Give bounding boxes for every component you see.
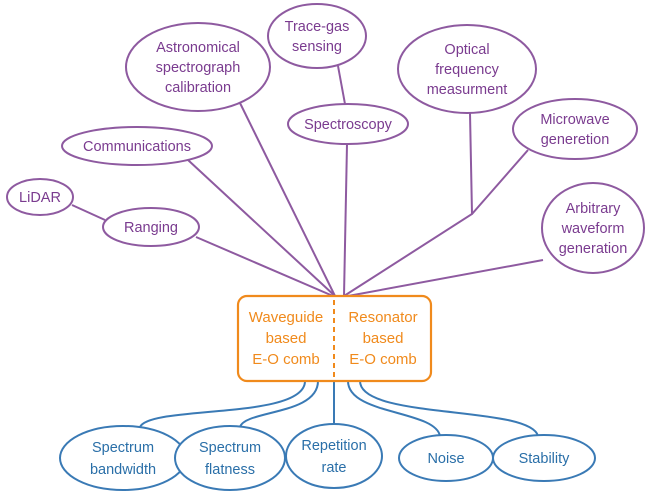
arbitrary-waveform-label-line: generation	[559, 241, 628, 257]
ranging-bubble	[102, 207, 200, 247]
optical-frequency-label-line: Optical	[444, 42, 489, 58]
repetition-rate-label-line: Repetition	[301, 438, 366, 454]
optical-frequency-label-line: frequency	[435, 62, 499, 78]
arbitrary-waveform-label-line: Arbitrary	[566, 201, 622, 217]
link-spectroscopy-comb	[343, 143, 348, 297]
arbitrary-waveform-label-line: waveform	[561, 221, 625, 237]
link-astronomical-comb	[239, 102, 336, 297]
astronomical-label-line: spectrograph	[156, 60, 241, 76]
repetition-rate-label-line: rate	[322, 460, 347, 476]
spectroscopy-label-line: Spectroscopy	[304, 117, 393, 133]
node-microwave: Microwave generetion	[512, 98, 638, 160]
microwave-label-line: Microwave	[540, 112, 609, 128]
waveguide-comb-label-line: based	[266, 330, 307, 347]
spectrum-bandwidth-label-line: bandwidth	[90, 462, 156, 478]
stability-bubble	[492, 434, 596, 482]
spectrum-flatness-label-line: flatness	[205, 462, 255, 478]
node-lidar: LiDAR	[6, 178, 74, 216]
spectrum-flatness-bubble	[174, 425, 286, 491]
trace-gas-bubble	[267, 3, 367, 69]
link-arbitrary-waveform-comb	[347, 259, 544, 297]
node-trace-gas: Trace-gas sensing	[267, 3, 367, 69]
node-ranging: Ranging	[102, 207, 200, 247]
lidar-bubble	[6, 178, 74, 216]
link-comb-stability	[359, 380, 539, 437]
astronomical-label-line: Astronomical	[156, 40, 240, 56]
resonator-comb-label-line: E-O comb	[349, 351, 417, 368]
optical-frequency-bubble	[397, 24, 537, 114]
node-communications: Communications	[61, 126, 213, 166]
link-comb-noise	[347, 380, 441, 437]
waveguide-comb-label-line: Waveguide	[249, 309, 324, 326]
link-ranging-comb	[195, 236, 334, 297]
node-stability: Stability	[492, 434, 596, 482]
ranging-label-line: Ranging	[124, 220, 178, 236]
resonator-comb-label-line: based	[363, 330, 404, 347]
trace-gas-label-line: Trace-gas	[285, 19, 350, 35]
arbitrary-waveform-bubble	[541, 182, 645, 274]
node-optical-frequency: Optical frequency measurment	[397, 24, 537, 114]
microwave-bubble	[512, 98, 638, 160]
spectrum-flatness-label-line: Spectrum	[199, 440, 261, 456]
noise-label-line: Noise	[427, 451, 464, 467]
node-spectroscopy: Spectroscopy	[287, 103, 409, 145]
communications-bubble	[61, 126, 213, 166]
link-comb-spectrum-bandwidth	[139, 380, 306, 428]
link-comb-spectrum-flatness	[239, 380, 319, 428]
node-repetition-rate: Repetition rate	[285, 423, 383, 489]
trace-gas-label-line: sensing	[292, 39, 342, 55]
lidar-label-line: LiDAR	[19, 190, 61, 206]
optical-frequency-label-line: measurment	[427, 82, 508, 98]
link-lidar-ranging	[71, 204, 106, 221]
astronomical-label-line: calibration	[165, 80, 231, 96]
resonator-comb-label-line: Resonator	[348, 309, 417, 326]
link-microwave-branch	[471, 149, 529, 215]
link-communications-comb	[187, 159, 336, 297]
spectrum-bandwidth-bubble	[59, 425, 187, 491]
node-spectrum-bandwidth: Spectrum bandwidth	[59, 425, 187, 491]
spectroscopy-bubble	[287, 103, 409, 145]
node-noise: Noise	[398, 434, 494, 482]
stability-label-line: Stability	[519, 451, 571, 467]
spectrum-bandwidth-label-line: Spectrum	[92, 440, 154, 456]
waveguide-comb-label-line: E-O comb	[252, 351, 320, 368]
node-spectrum-flatness: Spectrum flatness	[174, 425, 286, 491]
node-arbitrary-waveform: Arbitrary waveform generation	[541, 182, 645, 274]
communications-label-line: Communications	[83, 139, 191, 155]
repetition-rate-bubble	[285, 423, 383, 489]
connector-layer	[71, 65, 544, 437]
link-trace-gas-spectroscopy	[337, 65, 346, 105]
astronomical-bubble	[125, 22, 271, 112]
node-astronomical: Astronomical spectrograph calibration	[125, 22, 271, 112]
node-layer: Trace-gas sensing Astronomical spectrograph…	[6, 3, 645, 491]
microwave-label-line: generetion	[541, 132, 610, 148]
